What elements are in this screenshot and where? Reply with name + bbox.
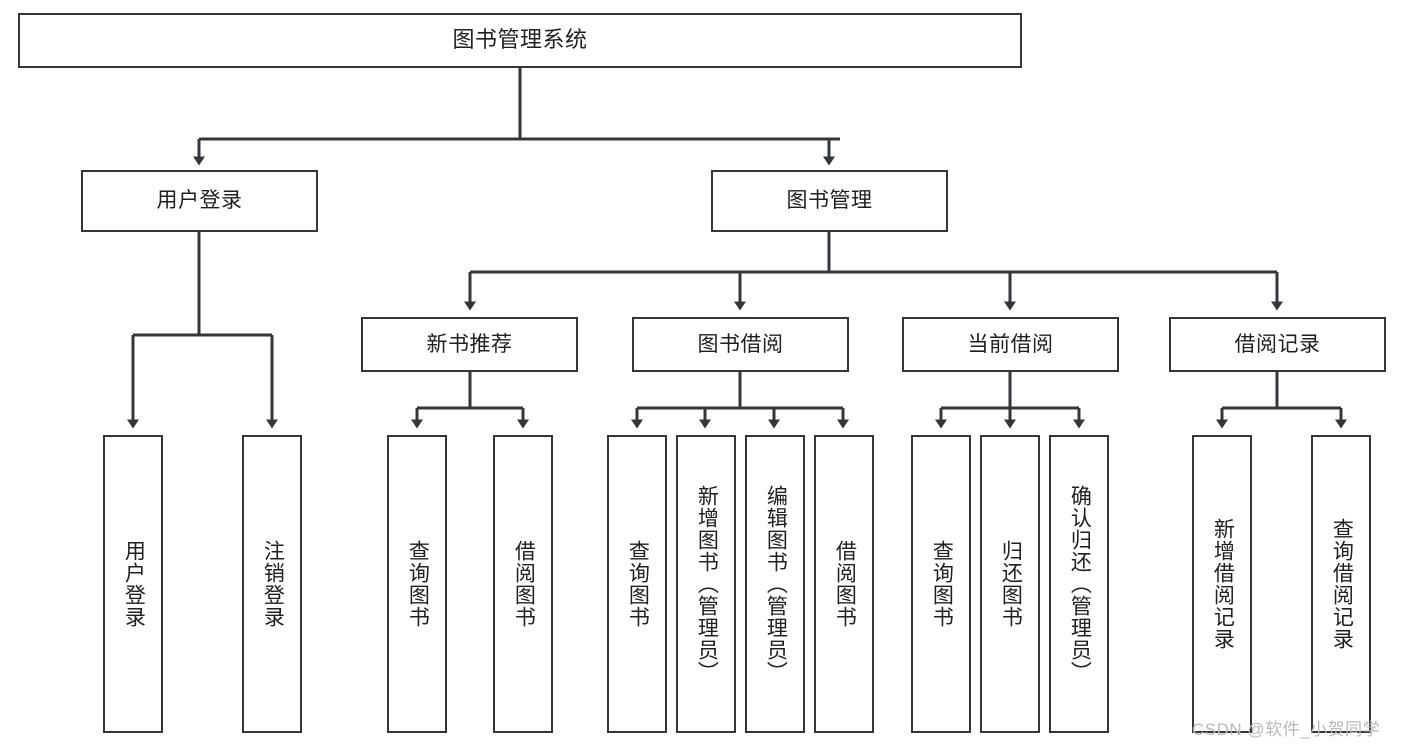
node-label: 当前借阅 [967,332,1054,356]
leaf-user-login-login[interactable]: 用户登录 [103,435,163,733]
node-label: 图书管理系统 [452,27,588,53]
node-book-borrow[interactable]: 图书借阅 [632,317,849,372]
leaf-current-borrow-return[interactable]: 归还图书 [980,435,1040,733]
node-user-login[interactable]: 用户登录 [81,170,318,232]
leaf-user-login-logout[interactable]: 注销登录 [242,435,302,733]
leaf-new-book-query[interactable]: 查询图书 [387,435,447,733]
leaf-borrow-record-add[interactable]: 新增借阅记录 [1192,435,1252,733]
leaf-book-borrow-add[interactable]: 新增图书（管理员） [676,435,736,733]
node-label: 用户登录 [122,540,146,628]
leaf-current-borrow-confirm-return[interactable]: 确认归还（管理员） [1049,435,1109,733]
csdn-watermark: CSDN @软件_小贺同学 [1192,720,1381,739]
node-borrow-record[interactable]: 借阅记录 [1169,317,1386,372]
node-label: 用户登录 [156,189,243,213]
node-label: 借阅记录 [1234,332,1321,356]
node-label: 新增图书（管理员） [695,485,719,683]
leaf-book-borrow-query[interactable]: 查询图书 [607,435,667,733]
node-label: 查询图书 [930,540,954,628]
node-label: 注销登录 [261,540,285,628]
node-root-system[interactable]: 图书管理系统 [18,13,1022,68]
node-label: 查询借阅记录 [1330,518,1354,650]
node-label: 新增借阅记录 [1211,518,1235,650]
node-label: 查询图书 [626,540,650,628]
node-current-borrow[interactable]: 当前借阅 [902,317,1119,372]
node-book-management[interactable]: 图书管理 [711,170,948,232]
leaf-new-book-borrow[interactable]: 借阅图书 [493,435,553,733]
node-label: 图书管理 [786,189,873,213]
node-label: 借阅图书 [512,540,536,628]
leaf-borrow-record-query[interactable]: 查询借阅记录 [1311,435,1371,733]
leaf-book-borrow-borrow[interactable]: 借阅图书 [814,435,874,733]
node-label: 确认归还（管理员） [1068,485,1092,683]
node-label: 图书借阅 [697,332,784,356]
node-new-book-recommend[interactable]: 新书推荐 [361,317,578,372]
node-label: 新书推荐 [426,332,513,356]
leaf-current-borrow-query[interactable]: 查询图书 [911,435,971,733]
leaf-book-borrow-edit[interactable]: 编辑图书（管理员） [745,435,805,733]
node-label: 查询图书 [406,540,430,628]
node-label: 编辑图书（管理员） [764,485,788,683]
node-label: 归还图书 [999,540,1023,628]
node-label: 借阅图书 [833,540,857,628]
